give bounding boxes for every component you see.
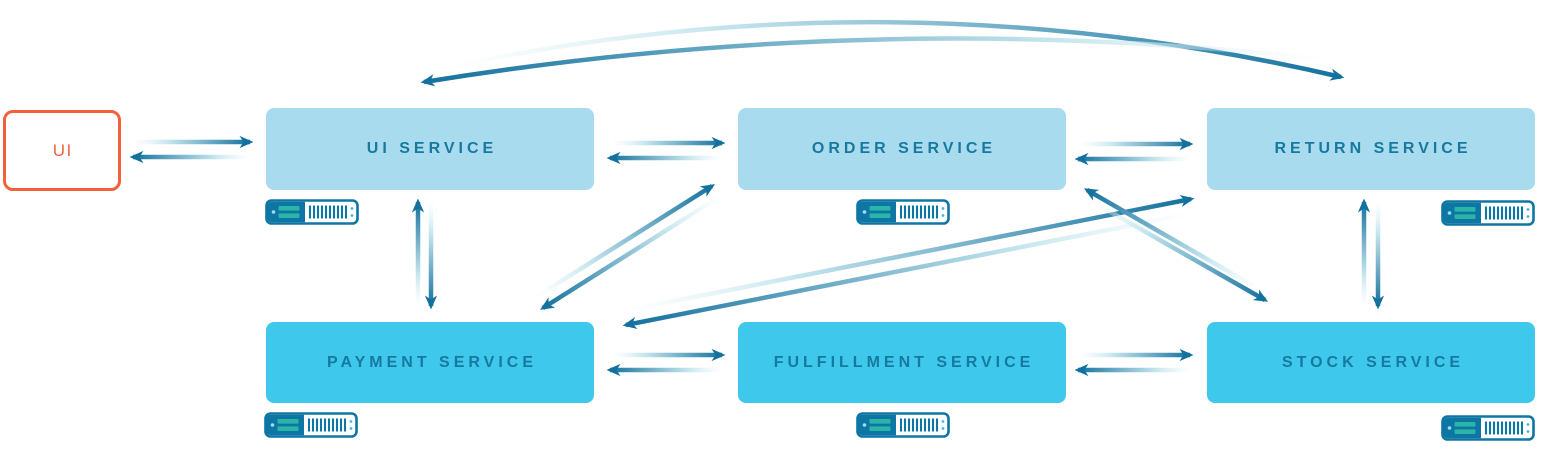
service-label-payment-service: PAYMENT SERVICE: [327, 353, 537, 371]
server-icon: [856, 412, 950, 438]
client-ui-box: UI: [3, 110, 121, 191]
arrow-order-service--stock-service: [1091, 200, 1269, 302]
service-box-fulfillment-service: FULFILLMENT SERVICE: [738, 322, 1066, 403]
arrow-ui-service--return-service: [444, 19, 1345, 81]
arrow-return-service--ui-service: [420, 36, 1331, 87]
arrow-return-service--payment-service: [622, 210, 1195, 329]
service-label-stock-service: STOCK SERVICE: [1281, 353, 1465, 371]
server-icon: [1441, 200, 1535, 226]
service-label-order-service: ORDER SERVICE: [811, 140, 997, 157]
service-box-order-service: ORDER SERVICE: [738, 108, 1066, 190]
service-box-return-service: RETURN SERVICE: [1207, 108, 1535, 190]
service-box-payment-service: PAYMENT SERVICE: [266, 322, 594, 403]
service-label-fulfillment-service: FULFILLMENT SERVICE: [773, 353, 1035, 371]
service-box-ui-service: UI SERVICE: [266, 108, 594, 190]
server-icon: [265, 199, 359, 225]
service-label-ui-service: UI SERVICE: [366, 140, 498, 157]
server-icon: [856, 199, 950, 225]
service-box-stock-service: STOCK SERVICE: [1207, 322, 1535, 403]
arrow-payment-service--order-service: [534, 184, 715, 299]
arrow-stock-service--order-service: [1083, 188, 1261, 291]
service-label-return-service: RETURN SERVICE: [1274, 140, 1472, 157]
server-icon: [264, 412, 358, 438]
client-ui-label: UI: [52, 140, 73, 160]
server-icon: [1441, 415, 1535, 441]
arrow-order-service--payment-service: [540, 195, 721, 310]
